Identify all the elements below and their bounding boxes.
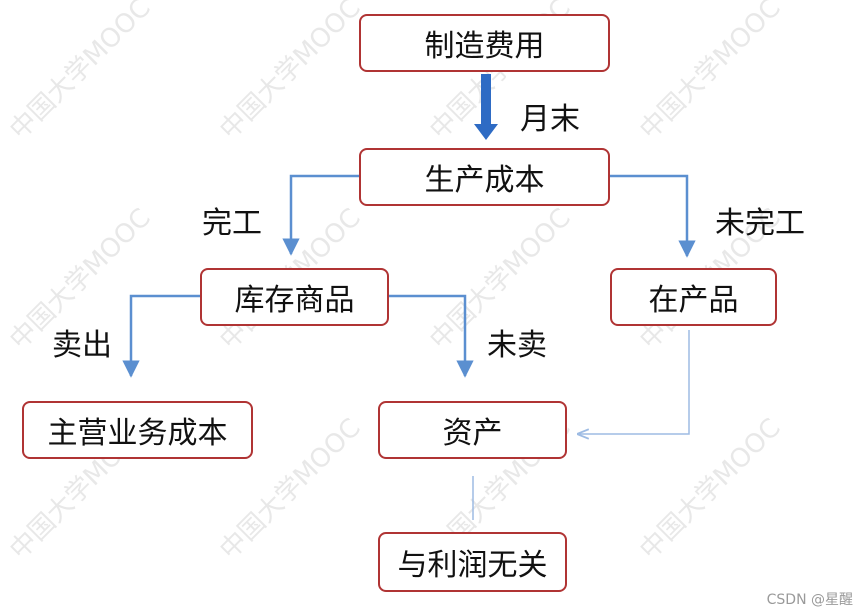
edge-label-month-end: 月末 (520, 102, 580, 137)
node-production-cost: 生产成本 (359, 148, 610, 206)
node-main-business-cost: 主营业务成本 (22, 401, 253, 459)
arrow-inventory-to-cost (122, 294, 202, 378)
arrow-production-to-wip (610, 174, 696, 258)
node-label: 在产品 (648, 283, 739, 318)
node-label: 库存商品 (234, 283, 355, 318)
edge-label-sold: 卖出 (52, 328, 112, 363)
node-assets: 资产 (378, 401, 567, 459)
arrow-overhead-to-production (474, 74, 498, 140)
node-work-in-progress: 在产品 (610, 268, 777, 326)
credit-text: CSDN @星醒 (766, 592, 853, 608)
node-inventory-goods: 库存商品 (200, 268, 389, 326)
arrow-inventory-to-assets (389, 294, 474, 378)
node-label: 制造费用 (424, 29, 545, 64)
node-label: 主营业务成本 (47, 416, 228, 451)
node-label: 资产 (442, 416, 503, 451)
node-label: 与利润无关 (397, 548, 548, 583)
node-label: 生产成本 (424, 163, 545, 198)
edge-label-not-sold: 未卖 (487, 328, 547, 363)
node-manufacturing-overhead: 制造费用 (359, 14, 610, 72)
edge-label-completed: 完工 (202, 206, 262, 241)
arrow-wip-to-assets (578, 330, 690, 434)
arrow-production-to-inventory (282, 174, 360, 256)
edge-label-not-completed: 未完工 (715, 206, 805, 241)
node-unrelated-to-profit: 与利润无关 (378, 532, 567, 592)
